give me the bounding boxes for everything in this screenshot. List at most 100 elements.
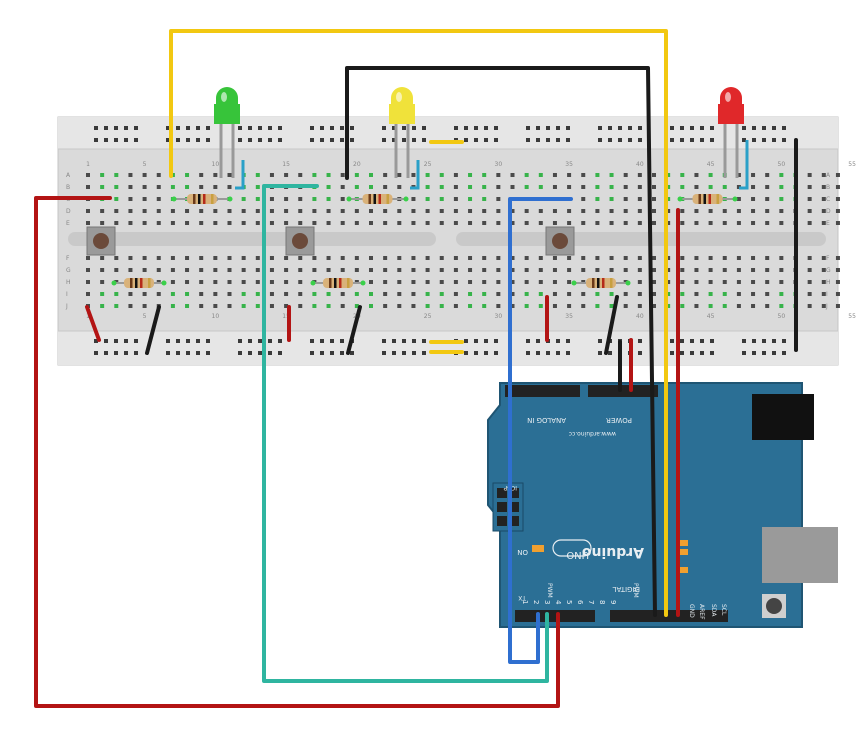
breadboard-hole (439, 268, 444, 272)
breadboard-hole (326, 268, 331, 272)
breadboard-hole (807, 209, 812, 213)
rail-hole (134, 126, 138, 130)
breadboard-hole (114, 221, 119, 225)
breadboard-hole (821, 185, 826, 189)
rail-hole (310, 138, 314, 142)
breadboard-hole (340, 256, 345, 260)
digital-pin-number: 2 (532, 600, 540, 604)
breadboard-hole (156, 292, 161, 296)
rail-hole (422, 138, 426, 142)
breadboard-hole (114, 197, 119, 201)
rail-hole (258, 339, 262, 343)
rail-hole (104, 339, 108, 343)
digital-pin-number: 4 (554, 600, 562, 605)
breadboard-hole (835, 268, 840, 272)
breadboard-hole (736, 256, 741, 260)
rail-hole (258, 138, 262, 142)
rail-hole (186, 126, 190, 130)
breadboard-hole (170, 280, 175, 284)
breadboard-hole (637, 292, 642, 296)
row-letter: D (826, 208, 831, 215)
rail-hole (330, 351, 334, 355)
breadboard-hole (510, 209, 515, 213)
breadboard-hole (453, 280, 458, 284)
column-number: 10 (212, 161, 220, 168)
breadboard-hole (666, 185, 671, 189)
breadboard-hole (340, 173, 345, 177)
rail-hole (566, 126, 570, 130)
breadboard-hole (779, 173, 784, 177)
breadboard-hole (821, 221, 826, 225)
breadboard-hole (468, 197, 473, 201)
breadboard-hole (425, 197, 430, 201)
breadboard-hole (354, 304, 359, 308)
rail-hole (248, 339, 252, 343)
rail-hole (752, 351, 756, 355)
breadboard-hole (496, 173, 501, 177)
breadboard-hole (439, 280, 444, 284)
led-base (214, 104, 240, 124)
digital-pin-number: 3 (543, 600, 551, 604)
breadboard-hole (383, 173, 388, 177)
breadboard-hole (680, 280, 685, 284)
breadboard-hole (765, 209, 770, 213)
breadboard-hole (411, 197, 416, 201)
resistor-6 (571, 278, 631, 288)
breadboard-hole (284, 268, 289, 272)
breadboard-hole (708, 221, 713, 225)
rail-hole (268, 126, 272, 130)
breadboard-hole (383, 185, 388, 189)
breadboard-hole (637, 197, 642, 201)
digital-pin-number: 1 (521, 600, 529, 604)
rail-hole (248, 138, 252, 142)
digital-header-high (610, 610, 728, 622)
breadboard-hole (354, 292, 359, 296)
digital-pin-number: 7 (587, 600, 595, 604)
breadboard-hole (439, 292, 444, 296)
breadboard-hole (284, 197, 289, 201)
breadboard-hole (496, 197, 501, 201)
resistor-3 (677, 194, 738, 204)
breadboard-hole (86, 280, 90, 284)
breadboard-hole (524, 256, 529, 260)
breadboard-hole (736, 197, 741, 201)
column-number: 55 (848, 161, 856, 168)
breadboard-hole (156, 209, 161, 213)
breadboard-hole (482, 221, 487, 225)
column-number: 15 (282, 313, 290, 320)
breadboard-hole (241, 292, 246, 296)
rail-hole (772, 339, 776, 343)
row-letter: G (826, 267, 831, 274)
breadboard-hole (397, 256, 402, 260)
rail-hole (690, 351, 694, 355)
rail-hole (566, 351, 570, 355)
rail-hole (104, 126, 108, 130)
breadboard-hole (524, 185, 529, 189)
rail-hole (124, 126, 128, 130)
wires (34, 29, 798, 708)
breadboard-hole (751, 256, 756, 260)
led-highlight (725, 92, 731, 102)
breadboard-hole (425, 173, 430, 177)
rail-hole (670, 351, 674, 355)
breadboard-hole (312, 292, 317, 296)
breadboard-hole (708, 280, 713, 284)
rail-hole (618, 126, 622, 130)
breadboard-hole (736, 173, 741, 177)
breadboard-hole (652, 173, 656, 177)
rx-led (678, 549, 688, 555)
rail-hole (782, 138, 786, 142)
rail-hole (546, 351, 550, 355)
breadboard-hole (241, 256, 246, 260)
breadboard-hole (482, 304, 487, 308)
rail-hole (278, 351, 282, 355)
breadboard-hole (779, 280, 784, 284)
breadboard-hole (326, 197, 331, 201)
breadboard-hole (383, 209, 388, 213)
breadboard-hole (369, 280, 373, 284)
column-number: 30 (495, 313, 503, 320)
breadboard-hole (340, 197, 345, 201)
breadboard-hole (255, 197, 260, 201)
digital-pin-number: 6 (576, 600, 584, 605)
resistor-end (677, 196, 683, 202)
